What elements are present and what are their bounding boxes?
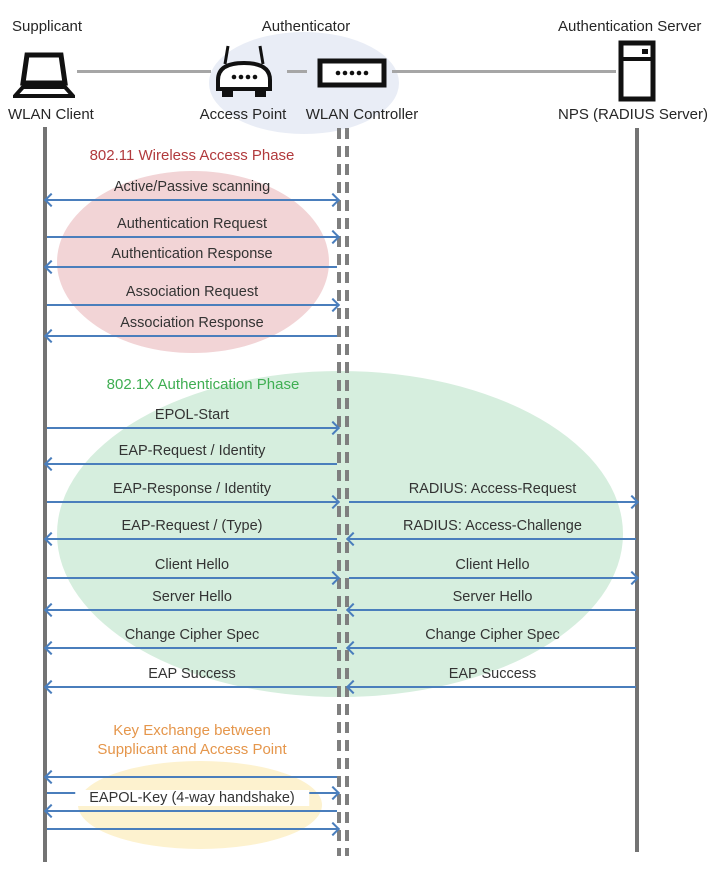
message-label: EPOL-Start: [154, 407, 230, 423]
supplicant-role-label: Supplicant: [12, 18, 83, 35]
message-arrow: [47, 304, 337, 306]
client-ap-link-line: [77, 70, 211, 73]
message-arrow: [47, 609, 337, 611]
radius-server-lifeline: [635, 128, 639, 852]
message-arrow: [47, 776, 337, 778]
message-server-hello-a: Server Hello: [47, 588, 337, 612]
message-arrow: [349, 501, 636, 503]
message-change-cipher-spec-a: Change Cipher Spec: [47, 626, 337, 650]
message-arrow: [47, 335, 337, 337]
message-label: Association Request: [125, 284, 259, 300]
wireless-access-phase-ellipse: [57, 171, 329, 353]
message-association-response: Association Response: [47, 314, 337, 338]
message-eap-request-type: EAP-Request / (Type): [47, 517, 337, 541]
message-arrow: [47, 686, 337, 688]
message-arrow: [47, 236, 337, 238]
wlan-controller-lifeline-right: [345, 128, 349, 856]
message-arrow: [349, 647, 636, 649]
controller-server-link-line: [392, 70, 616, 73]
ap-controller-link-line: [287, 70, 307, 73]
message-arrow: [47, 266, 337, 268]
message-eap-success-a: EAP Success: [47, 665, 337, 689]
message-arrow: [349, 577, 636, 579]
server-icon: [618, 40, 656, 102]
message-authentication-request: Authentication Request: [47, 215, 337, 239]
message-arrow: [47, 828, 337, 830]
message-eap-request-identity: EAP-Request / Identity: [47, 442, 337, 466]
message-label: RADIUS: Access-Request: [408, 481, 577, 497]
message-epol-start: EPOL-Start: [47, 406, 337, 430]
message-arrow: [47, 427, 337, 429]
message-label: EAPOL-Key (4-way handshake): [75, 790, 309, 806]
message-eap-response-identity: EAP-Response / Identity: [47, 480, 337, 504]
message-eapol-key-handshake: EAPOL-Key (4-way handshake): [47, 789, 337, 813]
message-client-hello-a: Client Hello: [47, 556, 337, 580]
message-arrow: [47, 501, 337, 503]
message-arrow: [349, 686, 636, 688]
message-arrow: [47, 647, 337, 649]
nps-radius-server-label: NPS (RADIUS Server): [557, 106, 709, 123]
message-active-passive-scanning: Active/Passive scanning: [47, 178, 337, 202]
message-label: Authentication Response: [111, 246, 273, 262]
message-arrow: [47, 463, 337, 465]
message-change-cipher-spec-b: Change Cipher Spec: [349, 626, 636, 650]
authentication-phase-title: 802.1X Authentication Phase: [106, 376, 300, 393]
key-exchange-title-line1: Key Exchange between: [113, 722, 271, 739]
authenticator-role-label: Authenticator: [261, 18, 351, 35]
access-point-icon: [216, 45, 272, 97]
message-association-request: Association Request: [47, 283, 337, 307]
message-label: EAP-Request / Identity: [118, 443, 266, 459]
message-label: Server Hello: [152, 589, 232, 605]
message-label: Client Hello: [455, 557, 530, 573]
eapol-key-arrow-1: [47, 755, 337, 779]
message-label: Client Hello: [154, 557, 230, 573]
message-arrow: [349, 609, 636, 611]
wlan-controller-icon: [317, 58, 387, 88]
message-arrow: [47, 810, 337, 812]
message-label: Change Cipher Spec: [124, 627, 260, 643]
laptop-icon: [13, 52, 75, 98]
message-label: Authentication Request: [117, 216, 267, 232]
message-server-hello-b: Server Hello: [349, 588, 636, 612]
eapol-key-arrow-4: [47, 807, 337, 831]
wireless-access-phase-title: 802.11 Wireless Access Phase: [89, 147, 295, 164]
message-label: EAP Success: [448, 666, 537, 682]
message-authentication-response: Authentication Response: [47, 245, 337, 269]
authentication-server-role-label: Authentication Server: [558, 18, 702, 35]
message-label: RADIUS: Access-Challenge: [403, 518, 582, 534]
message-arrow: [47, 577, 337, 579]
message-arrow: [47, 199, 337, 201]
message-label: Association Response: [120, 315, 264, 331]
message-label: Server Hello: [452, 589, 533, 605]
message-label: Active/Passive scanning: [113, 179, 271, 195]
message-radius-access-request: RADIUS: Access-Request: [349, 480, 636, 504]
message-label: EAP-Request / (Type): [121, 518, 263, 534]
message-arrow: [47, 538, 337, 540]
wlan-controller-lifeline-left: [337, 128, 341, 856]
message-label: Change Cipher Spec: [425, 627, 560, 643]
message-arrow: [349, 538, 636, 540]
message-radius-access-challenge: RADIUS: Access-Challenge: [349, 517, 636, 541]
message-label: EAP-Response / Identity: [113, 481, 271, 497]
key-exchange-title-line2: Supplicant and Access Point: [97, 741, 287, 758]
wlan-controller-label: WLAN Controller: [305, 106, 419, 123]
access-point-label: Access Point: [199, 106, 287, 123]
message-eap-success-b: EAP Success: [349, 665, 636, 689]
key-exchange-phase-title: Key Exchange between Supplicant and Acce…: [47, 721, 337, 759]
message-client-hello-b: Client Hello: [349, 556, 636, 580]
message-label: EAP Success: [148, 666, 236, 682]
wlan-client-label: WLAN Client: [8, 106, 94, 123]
wlan-client-lifeline: [43, 127, 47, 862]
